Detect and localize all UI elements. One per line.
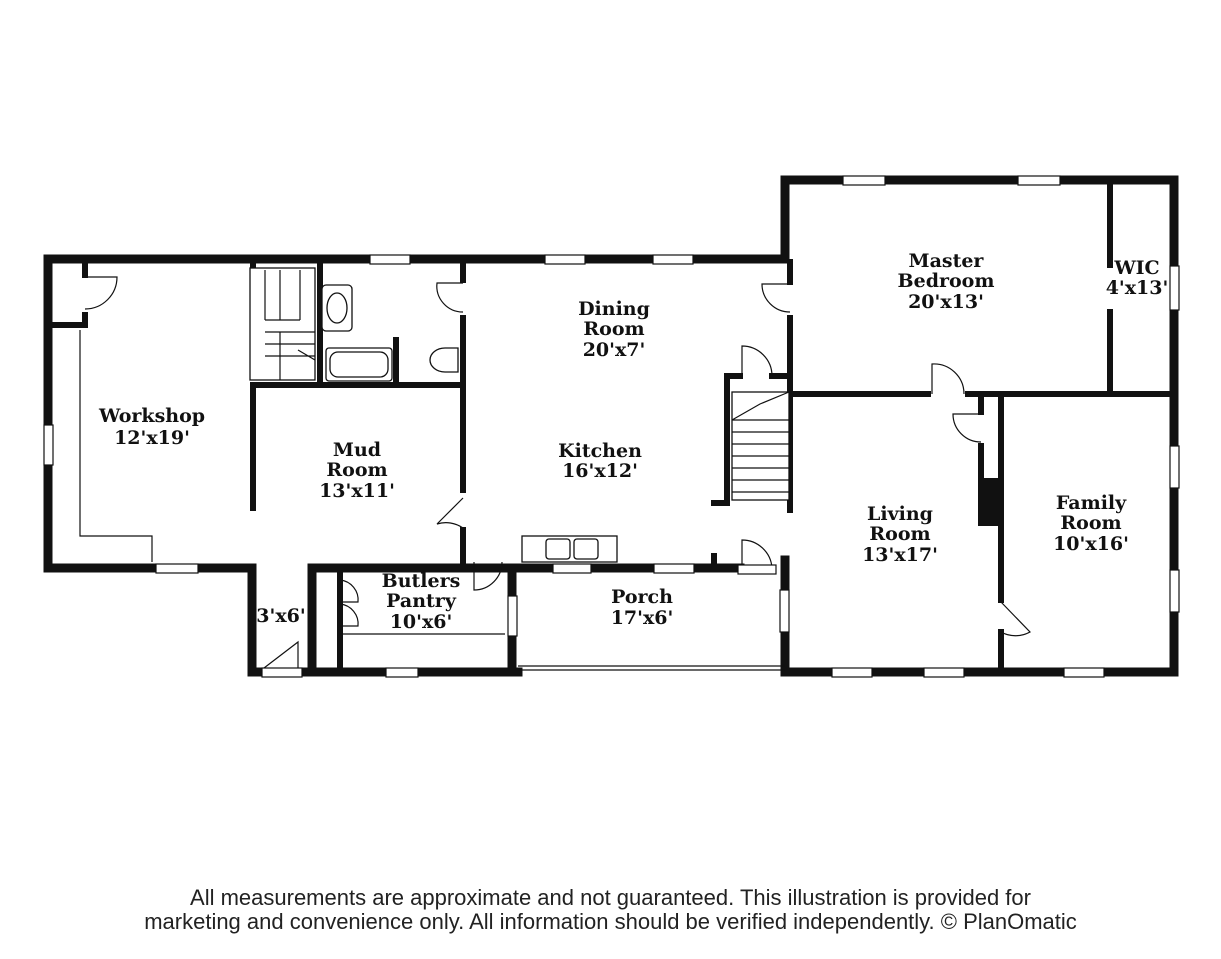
door xyxy=(436,497,464,529)
door xyxy=(931,363,965,395)
window xyxy=(552,563,592,574)
door xyxy=(741,539,773,569)
room-name-master-line1: Master xyxy=(909,250,985,272)
room-name-family-line1: Family xyxy=(1056,492,1127,514)
room-name-wic: WIC xyxy=(1113,257,1159,279)
room-name-porch: Porch xyxy=(611,586,673,608)
door xyxy=(339,579,359,603)
window xyxy=(155,563,199,574)
basin xyxy=(326,292,348,324)
window xyxy=(842,175,886,186)
fixtures xyxy=(321,284,618,563)
windows xyxy=(43,175,1180,678)
room-name-living-line2: Room xyxy=(869,523,930,545)
room-labels: Workshop 12'x19' Mud Room 13'x11' Dining… xyxy=(98,250,1168,633)
room-size-wic: 4'x13' xyxy=(1106,277,1169,299)
door xyxy=(339,603,359,627)
room-name-family-line2: Room xyxy=(1060,512,1121,534)
room-name-kitchen: Kitchen xyxy=(558,440,642,462)
window xyxy=(1169,265,1180,311)
room-size-master: 20'x13' xyxy=(908,291,984,313)
toilet xyxy=(429,347,459,373)
room-size-mud-room: 13'x11' xyxy=(319,480,395,502)
door-sill xyxy=(261,667,303,678)
door xyxy=(263,640,299,669)
room-name-mud-room-line1: Mud xyxy=(333,439,381,461)
room-name-master-line2: Bedroom xyxy=(898,270,995,292)
room-size-dining: 20'x7' xyxy=(583,339,646,361)
window xyxy=(831,667,873,678)
window xyxy=(652,254,694,265)
room-name-pantry-line1: Butlers xyxy=(382,570,461,592)
room-name-dining-line2: Room xyxy=(583,318,644,340)
window xyxy=(779,589,790,633)
stair-left xyxy=(249,267,316,381)
window xyxy=(43,424,54,466)
door-sill xyxy=(737,564,777,575)
door xyxy=(1000,601,1031,637)
room-name-mud-room-line2: Room xyxy=(326,459,387,481)
doors xyxy=(84,276,1031,678)
window xyxy=(385,667,419,678)
door xyxy=(741,345,773,377)
stair-kitchen xyxy=(731,391,790,501)
window xyxy=(369,254,411,265)
room-name-workshop: Workshop xyxy=(98,405,205,427)
window xyxy=(1063,667,1105,678)
door xyxy=(952,413,982,443)
disclaimer-line-2: marketing and convenience only. All info… xyxy=(144,909,1077,934)
window xyxy=(544,254,586,265)
room-name-living-line1: Living xyxy=(867,503,933,525)
room-size-porch: 17'x6' xyxy=(611,607,674,629)
kitchen-sink xyxy=(573,538,599,560)
window xyxy=(1169,569,1180,613)
room-size-kitchen: 16'x12' xyxy=(562,460,638,482)
door xyxy=(761,283,791,313)
disclaimer-line-1: All measurements are approximate and not… xyxy=(190,885,1031,910)
window xyxy=(653,563,695,574)
room-size-living: 13'x17' xyxy=(862,544,938,566)
window xyxy=(1017,175,1061,186)
door xyxy=(84,276,118,310)
door xyxy=(473,561,503,591)
fireplace xyxy=(978,478,1001,526)
door xyxy=(436,282,464,313)
stairs xyxy=(249,267,790,501)
room-name-pantry-line2: Pantry xyxy=(386,590,457,612)
window xyxy=(507,595,518,637)
room-size-workshop: 12'x19' xyxy=(114,427,190,449)
room-size-family: 10'x16' xyxy=(1053,533,1129,555)
room-size-entry: 3'x6' xyxy=(256,605,305,627)
window xyxy=(1169,445,1180,489)
room-name-dining-line1: Dining xyxy=(578,298,650,320)
tub-basin xyxy=(329,351,389,378)
kitchen-sink xyxy=(545,538,571,560)
room-size-pantry: 10'x6' xyxy=(390,611,453,633)
window xyxy=(923,667,965,678)
